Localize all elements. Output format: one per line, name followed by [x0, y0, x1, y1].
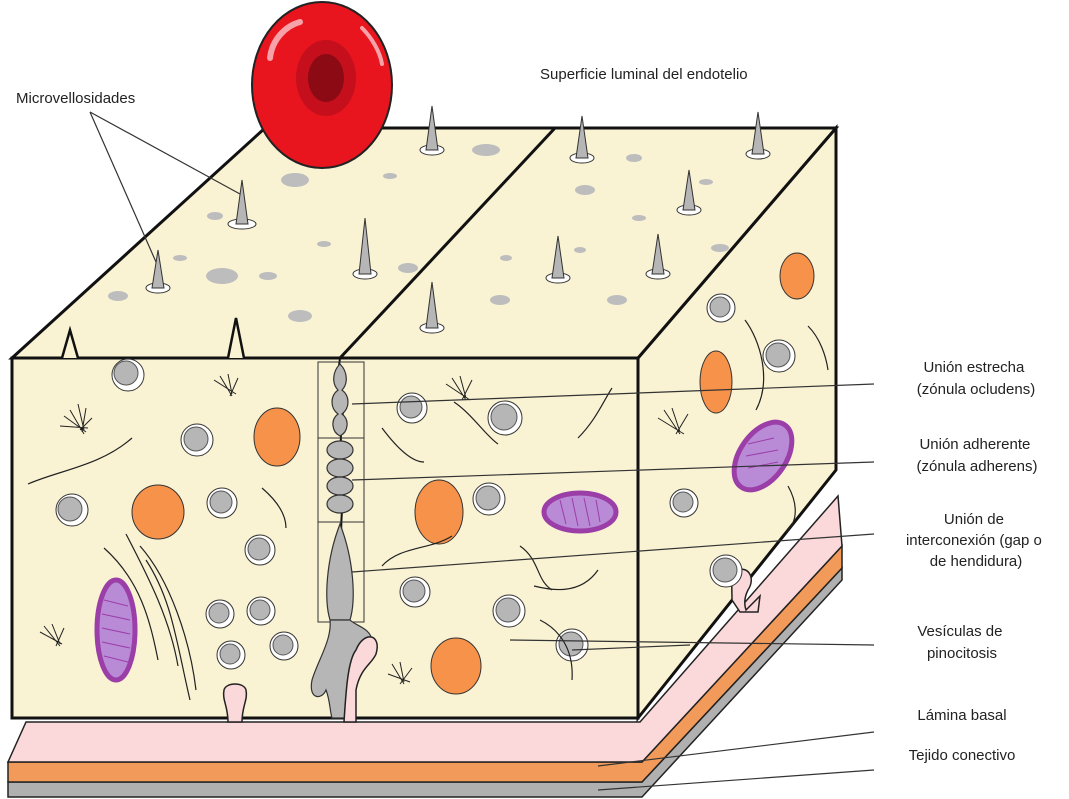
vesicle: [270, 632, 298, 660]
vesicle: [763, 340, 795, 372]
vesicle: [710, 555, 742, 587]
vesicle: [217, 641, 245, 669]
label-surface: Superficie luminal del endotelio: [540, 66, 748, 83]
vesicle: [397, 393, 427, 423]
erythrocyte: [252, 2, 392, 168]
label-adherens-line2: (zónula adherens): [917, 458, 1038, 475]
label-connective: Tejido conectivo: [909, 747, 1016, 764]
label-microvilli: Microvellosidades: [16, 90, 135, 107]
label-vesicles-line1: Vesículas de: [917, 623, 1002, 640]
mitochondrion: [97, 580, 135, 680]
label-tight-junction-line1: Unión estrecha: [923, 359, 1025, 376]
nucleus: [132, 485, 184, 539]
label-gap-junction: Unión de interconexión (gap o de hendidu…: [906, 511, 1046, 570]
nucleus: [415, 480, 463, 544]
vesicle: [112, 359, 144, 391]
label-vesicles: Vesículas de pinocitosis: [917, 623, 1006, 662]
tight-junction-beads: [332, 364, 348, 436]
nucleus: [254, 408, 300, 466]
vesicle: [707, 294, 735, 322]
vesicle: [207, 488, 237, 518]
pink-protrusion-left: [224, 684, 247, 722]
vesicle: [247, 597, 275, 625]
nucleus: [431, 638, 481, 694]
label-vesicles-line2: pinocitosis: [927, 645, 997, 662]
label-adherens-line1: Unión adherente: [919, 436, 1030, 453]
vesicle: [488, 401, 522, 435]
vesicle: [493, 595, 525, 627]
vesicle: [556, 629, 588, 661]
label-gap-line2: interconexión (gap o: [906, 532, 1042, 549]
label-gap-line1: Unión de: [944, 511, 1004, 528]
vesicle: [206, 600, 234, 628]
label-basal-lamina: Lámina basal: [917, 707, 1006, 724]
vesicle: [181, 424, 213, 456]
vesicle: [245, 535, 275, 565]
label-adherens-junction: Unión adherente (zónula adherens): [917, 436, 1038, 475]
label-tight-junction: Unión estrecha (zónula ocludens): [917, 359, 1035, 398]
label-gap-line3: de hendidura): [930, 553, 1023, 570]
vesicle: [400, 577, 430, 607]
vesicle: [56, 494, 88, 526]
vesicle: [473, 483, 505, 515]
vesicle: [670, 489, 698, 517]
label-tight-junction-line2: (zónula ocludens): [917, 381, 1035, 398]
mitochondrion: [544, 493, 616, 531]
nucleus: [780, 253, 814, 299]
nucleus: [700, 351, 732, 413]
